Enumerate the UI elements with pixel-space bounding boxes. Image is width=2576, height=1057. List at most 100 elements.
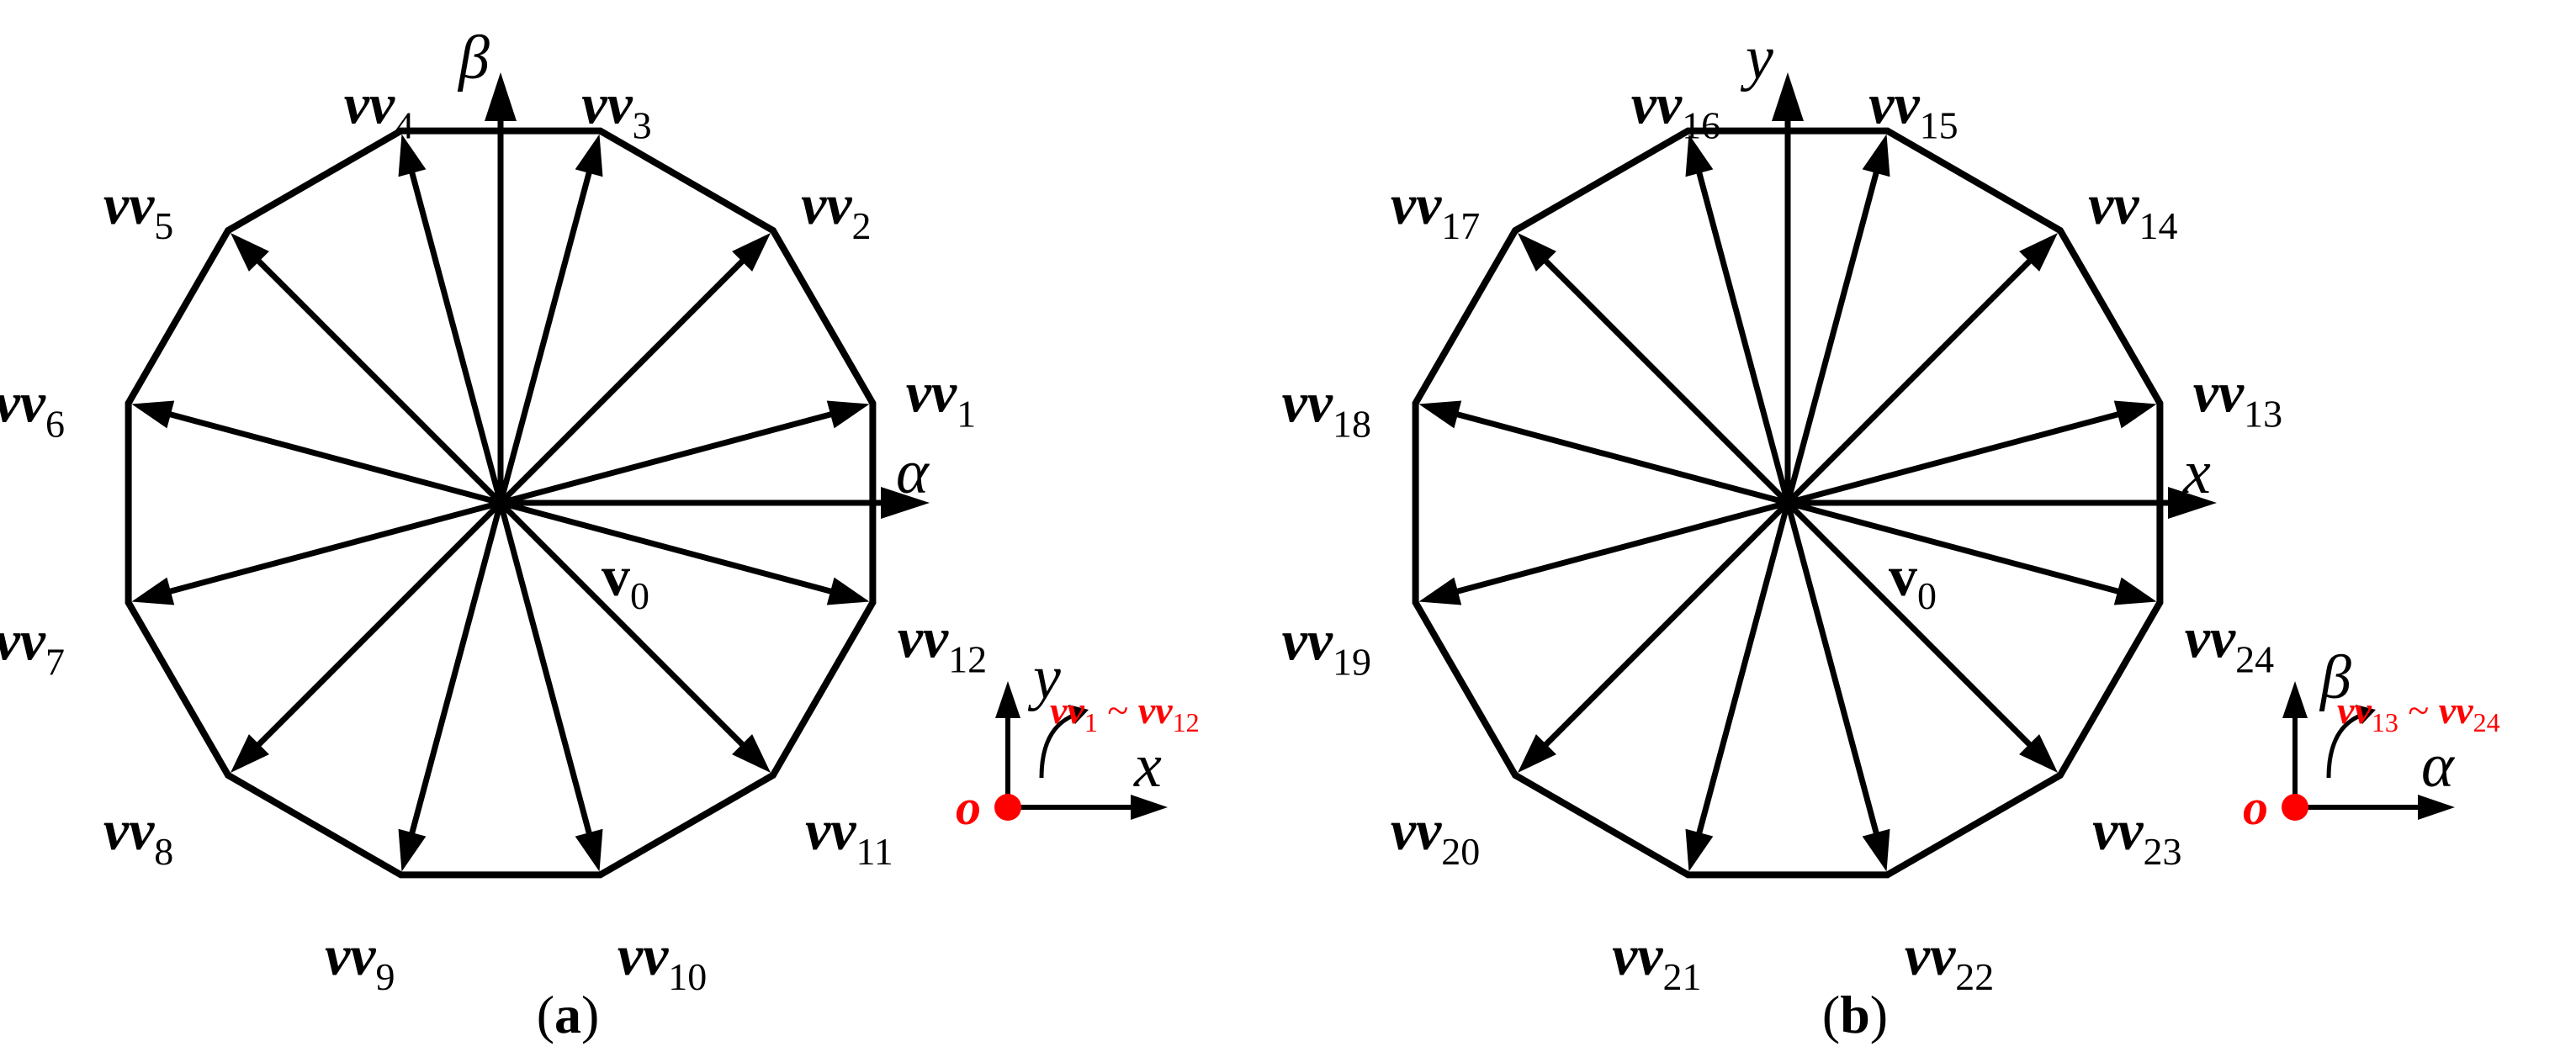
arrowhead [2418, 795, 2455, 820]
arrowhead [2168, 487, 2217, 519]
vector-arrow-5 [230, 232, 503, 505]
vector-label-16: vv16 [1631, 72, 1720, 147]
vector-label-8: vv8 [103, 798, 173, 873]
arrowhead [1517, 232, 1556, 272]
axis-vertical-arrow [1772, 72, 1804, 503]
arrowhead [2113, 577, 2157, 605]
vector-label-21: vv21 [1612, 923, 1701, 998]
axis-vertical-label: y [1740, 24, 1773, 92]
axis-horizontal-label: α [896, 438, 930, 507]
arrowhead [575, 134, 603, 177]
vector-label-3: vv3 [581, 72, 651, 147]
inset-vertical-arrow [2282, 681, 2308, 807]
rotation-curve-arrow [2326, 705, 2376, 779]
axis-vertical-label: β [457, 24, 490, 92]
inset-vertical-arrow [995, 681, 1020, 807]
vector-arrow-10 [497, 502, 603, 872]
arrowhead [131, 400, 175, 429]
vector-arrow-22 [1784, 502, 1890, 872]
inset-horizontal-arrow [1008, 795, 1168, 820]
vector-arrow-3 [497, 134, 603, 504]
vector-arrow-13 [1787, 400, 2157, 506]
arrowhead [2113, 400, 2157, 429]
origin-dot [994, 794, 1021, 821]
vector-arrow-23 [1785, 500, 2059, 774]
vector-label-20: vv20 [1391, 798, 1480, 873]
vector-label-2: vv2 [801, 172, 871, 247]
vector-label-7: vv7 [0, 608, 65, 683]
arrowhead [826, 400, 870, 429]
vector-arrow-2 [498, 232, 771, 505]
arrowhead [575, 828, 603, 872]
rotation-curve-arrow [1039, 705, 1089, 779]
panel-caption: (a) [537, 985, 600, 1044]
vector-arrow-1 [500, 400, 870, 506]
arrowhead [826, 577, 870, 605]
vector-label-11: vv11 [805, 798, 893, 873]
vector-range-label: vv13 ~ vv24 [2337, 689, 2500, 737]
panel-caption: (b) [1822, 985, 1888, 1044]
inset-horizontal-label: x [1133, 732, 1162, 801]
arrowhead [995, 681, 1020, 718]
vector-label-18: vv18 [1282, 371, 1371, 446]
dodecagon-outline [1412, 127, 2164, 879]
vector-arrow-11 [498, 500, 771, 774]
vector-arrow-7 [131, 499, 501, 605]
arrowhead [2282, 681, 2308, 718]
vector-label-17: vv17 [1391, 172, 1480, 247]
vector-range-label: vv1 ~ vv12 [1050, 689, 1200, 737]
vector-arrow-14 [1785, 232, 2059, 505]
vector-arrow-8 [230, 500, 503, 774]
arrowhead [1517, 734, 1556, 774]
axis-horizontal-label: x [2182, 438, 2211, 507]
vector-label-12: vv12 [898, 606, 987, 681]
inset-horizontal-arrow [2295, 795, 2455, 820]
inset-vertical-label: y [1027, 643, 1061, 712]
inset-horizontal-label: α [2421, 732, 2456, 801]
vector-label-6: vv6 [0, 371, 65, 446]
vector-arrow-20 [1517, 500, 1790, 774]
arrowhead [1418, 400, 1462, 429]
origin-label: o [2243, 780, 2268, 835]
arrowhead [732, 734, 771, 774]
vector-label-1: vv1 [906, 360, 976, 435]
vector-arrow-18 [1418, 400, 1789, 506]
arrowhead [1131, 795, 1168, 820]
vector-label-9: vv9 [325, 923, 395, 998]
dodecagon-outline [125, 127, 877, 879]
arrowhead [1772, 72, 1804, 121]
vector-label-23: vv23 [2092, 798, 2181, 873]
origin-label: o [956, 780, 981, 835]
axis-horizontal-arrow [1788, 487, 2217, 519]
axis-horizontal-arrow [501, 487, 930, 519]
vector-label-19: vv19 [1282, 608, 1371, 683]
arrowhead [230, 734, 269, 774]
panel-a: αβvv1vv2vv3vv4vv5vv6vv7vv8vv9vv10vv11vv1… [0, 24, 1200, 1044]
arrowhead [2019, 734, 2059, 774]
inset-vertical-label: β [2319, 643, 2351, 712]
vector-arrow-15 [1784, 134, 1890, 504]
arrowhead [1685, 828, 1714, 872]
arrowhead [398, 828, 427, 872]
vector-arrow-12 [500, 499, 870, 605]
arrowhead [1685, 134, 1714, 177]
arrowhead [1418, 577, 1462, 605]
arrowhead [1862, 828, 1890, 872]
vector-arrow-17 [1517, 232, 1790, 505]
arrowhead [881, 487, 930, 519]
zero-vector-label: v0 [602, 544, 649, 617]
origin-dot [2282, 794, 2308, 821]
vector-label-22: vv22 [1905, 923, 1994, 998]
arrowhead [485, 72, 517, 121]
arrowhead [131, 577, 175, 605]
arrowhead [230, 232, 269, 272]
vector-arrow-6 [131, 400, 501, 506]
arrowhead [732, 232, 771, 272]
axis-vertical-arrow [485, 72, 517, 503]
zero-vector-label: v0 [1889, 544, 1937, 617]
vector-label-14: vv14 [2088, 172, 2177, 247]
arrowhead [1862, 134, 1890, 177]
vector-label-15: vv15 [1868, 72, 1958, 147]
